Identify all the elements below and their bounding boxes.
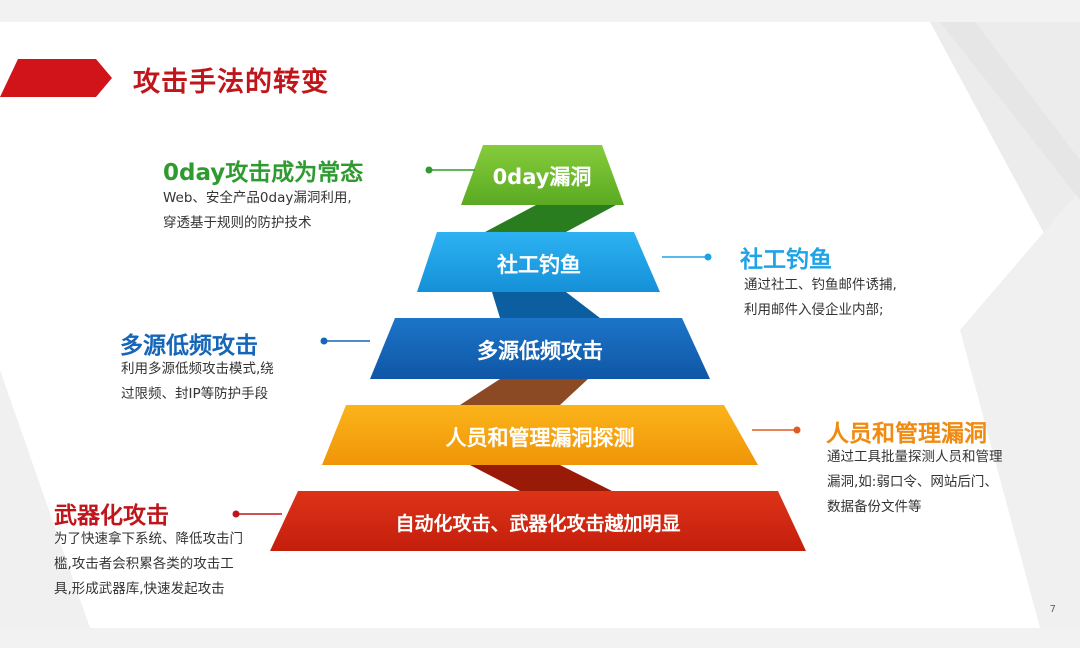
callout-multi-source-line-2: 过限频、封IP等防护手段: [121, 386, 269, 402]
page-number: 7: [1049, 604, 1056, 615]
connector-2: [492, 292, 600, 318]
callout-phishing-desc: 通过社工、钓鱼邮件诱捕, 利用邮件入侵企业内部;: [744, 273, 897, 323]
pyramid-layer-1: [461, 145, 624, 205]
callout-phishing-line-1: 通过社工、钓鱼邮件诱捕,: [744, 277, 897, 293]
callout-zero-day-line-2: 穿透基于规则的防护技术: [163, 215, 312, 231]
connector-4: [470, 465, 612, 491]
pyramid-label-5: 自动化攻击、武器化攻击越加明显: [395, 513, 681, 535]
pyramid-layer-4: [322, 405, 758, 465]
callout-phishing-line-2: 利用邮件入侵企业内部;: [744, 302, 884, 318]
corner-shape-right: [960, 190, 1080, 628]
bottom-band: [0, 628, 1080, 648]
slide-title: 攻击手法的转变: [133, 67, 329, 98]
callout-weaponized-desc: 为了快速拿下系统、降低攻击门 槛,攻击者会积累各类的攻击工 具,形成武器库,快速…: [54, 527, 243, 602]
title-accent-arrow: [0, 59, 112, 97]
pyramid-label-2: 社工钓鱼: [497, 253, 581, 277]
callout-phishing-title: 社工钓鱼: [740, 247, 832, 273]
callout-zero-day-desc: Web、安全产品0day漏洞利用, 穿透基于规则的防护技术: [163, 186, 352, 236]
pyramid-layer-5: [270, 491, 806, 551]
callout-personnel-desc: 通过工具批量探测人员和管理 漏洞,如:弱口令、网站后门、 数据备份文件等: [827, 445, 1003, 520]
corner-stripe: [940, 22, 1080, 200]
top-band: [0, 0, 1080, 22]
callout-weaponized-title: 武器化攻击: [54, 503, 169, 529]
callout-weaponized-line-2: 槛,攻击者会积累各类的攻击工: [54, 556, 234, 572]
connector-1: [485, 205, 616, 232]
callout-multi-source-line-1: 利用多源低频攻击模式,绕: [121, 361, 274, 377]
pyramid-label-1: 0day漏洞: [492, 165, 592, 189]
callout-zero-day-title: 0day攻击成为常态: [163, 160, 364, 186]
pointer-phishing: [662, 253, 712, 261]
pointer-personnel: [752, 426, 801, 434]
corner-shape-top-right: [930, 22, 1080, 300]
callout-multi-source-title: 多源低频攻击: [120, 333, 258, 359]
callout-personnel-line-2: 漏洞,如:弱口令、网站后门、: [827, 474, 998, 490]
corner-shape-left: [0, 370, 90, 628]
pyramid-layer-3: [370, 318, 710, 379]
pointer-weaponized: [232, 510, 282, 518]
callout-weaponized-line-1: 为了快速拿下系统、降低攻击门: [54, 531, 243, 547]
pointer-multi-source: [320, 337, 370, 345]
callout-zero-day-line-1: Web、安全产品0day漏洞利用,: [163, 190, 352, 206]
callout-multi-source-desc: 利用多源低频攻击模式,绕 过限频、封IP等防护手段: [121, 357, 274, 407]
callout-weaponized-line-3: 具,形成武器库,快速发起攻击: [54, 581, 225, 597]
pyramid-layer-2: [417, 232, 660, 292]
connector-3: [460, 379, 588, 405]
callout-personnel-line-3: 数据备份文件等: [827, 499, 922, 515]
pyramid-label-3: 多源低频攻击: [477, 339, 603, 363]
callout-personnel-title: 人员和管理漏洞: [826, 421, 987, 447]
callout-personnel-line-1: 通过工具批量探测人员和管理: [827, 449, 1003, 465]
pointer-zero-day: [425, 166, 475, 174]
pyramid-label-4: 人员和管理漏洞探测: [445, 426, 635, 450]
